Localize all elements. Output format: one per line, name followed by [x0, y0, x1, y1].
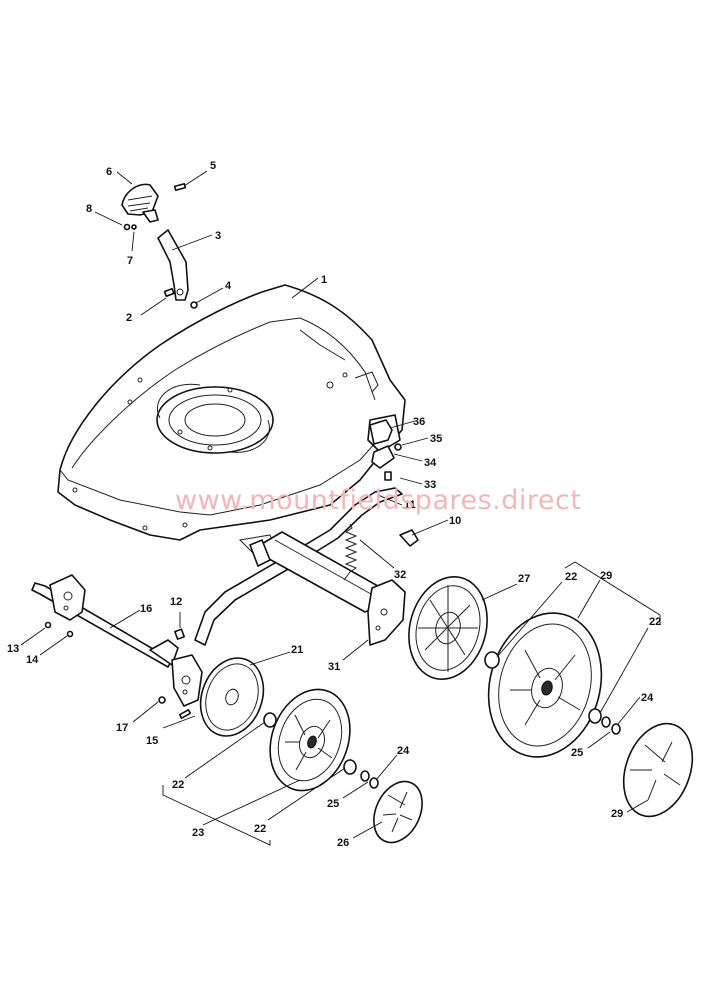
front-wheel-bearings	[263, 712, 379, 789]
callout-7: 7	[127, 255, 133, 267]
callout-14: 14	[26, 654, 39, 666]
watermark-text: www.mountfieldspares.direct	[175, 485, 581, 516]
rear-wheel-group-bracket	[564, 561, 661, 625]
height-knob	[121, 183, 159, 223]
callout-25-front: 25	[327, 798, 339, 810]
callout-23: 23	[192, 827, 204, 839]
callout-22-front-left: 22	[172, 779, 184, 791]
rear-hubcap	[622, 722, 694, 818]
front-wheel-group-bracket	[162, 785, 271, 846]
rear-hub-disc	[408, 576, 488, 680]
callout-2: 2	[126, 312, 132, 324]
front-hub-disc	[199, 657, 265, 737]
callout-10: 10	[449, 515, 461, 527]
leader-lines	[20, 170, 649, 839]
callout-5: 5	[210, 160, 216, 172]
height-lever-bar	[194, 487, 403, 646]
callout-12: 12	[170, 596, 182, 608]
callout-15: 15	[146, 735, 158, 747]
callout-3: 3	[215, 230, 221, 242]
callout-32: 32	[394, 569, 406, 581]
callout-21: 21	[291, 644, 303, 656]
small-fasteners	[123, 182, 198, 309]
callout-27: 27	[518, 573, 530, 585]
rear-axle-bracket	[249, 531, 406, 646]
callout-4: 4	[225, 280, 232, 292]
callout-25-rear: 25	[571, 747, 583, 759]
rear-wheel	[487, 612, 603, 758]
callout-26: 26	[337, 837, 349, 849]
callout-1: 1	[321, 274, 327, 286]
callout-36: 36	[413, 416, 425, 428]
callout-22-front-right: 22	[254, 823, 266, 835]
front-axle	[31, 574, 203, 720]
callout-35: 35	[430, 433, 442, 445]
callout-13: 13	[7, 643, 19, 655]
callout-16: 16	[140, 603, 152, 615]
callout-29-cap: 29	[611, 808, 623, 820]
rear-wheel-bearings	[484, 651, 621, 735]
callout-22-rear-left: 22	[565, 571, 577, 583]
callout-24-rear: 24	[641, 692, 654, 704]
callout-33: 33	[424, 479, 436, 491]
callout-22-rear-right: 22	[649, 616, 661, 628]
callout-24-front: 24	[397, 745, 410, 757]
callout-17: 17	[116, 722, 128, 734]
callout-11: 11	[404, 499, 416, 511]
callout-8: 8	[86, 203, 92, 215]
callout-31: 31	[328, 661, 340, 673]
callout-numbers: 1 2 3 4 5 6 7 8 10 11 12 13 14 15 16 17 …	[7, 160, 661, 849]
handle-bracket	[157, 229, 189, 301]
front-wheel	[269, 688, 351, 792]
callout-6: 6	[106, 166, 112, 178]
spring	[343, 523, 358, 581]
callout-29-wheel: 29	[600, 570, 612, 582]
front-hubcap	[373, 780, 423, 844]
callout-34: 34	[424, 457, 437, 469]
